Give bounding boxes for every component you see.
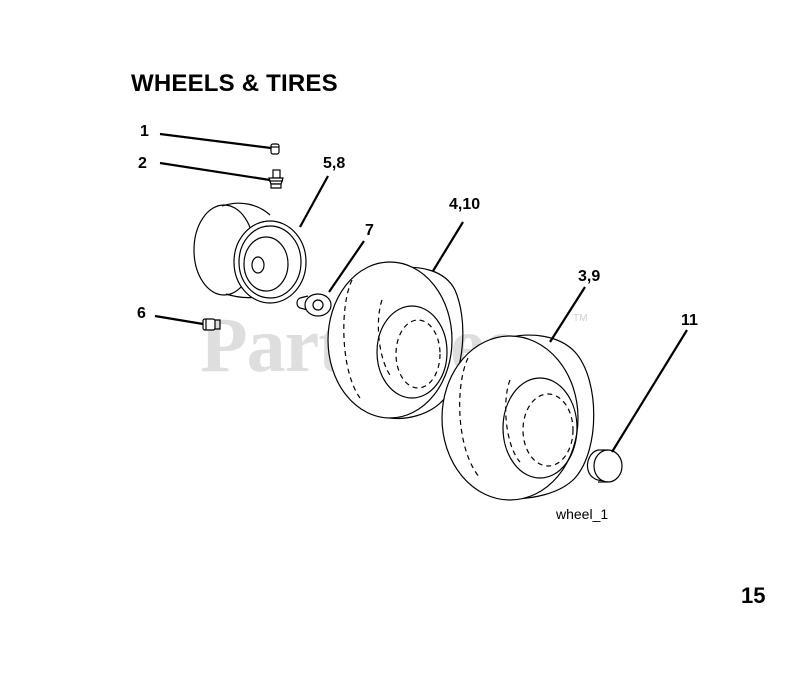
watermark-trademark: TM	[573, 313, 588, 324]
leader-line-5-8	[299, 175, 329, 228]
valve-cap-part[interactable]	[270, 143, 280, 155]
callout-5-8[interactable]: 5,8	[323, 155, 346, 172]
leader-line-11	[611, 329, 688, 453]
leader-line-2	[159, 161, 271, 182]
callout-11[interactable]: 11	[681, 312, 698, 329]
figure-id: wheel_1	[556, 506, 609, 522]
callout-7[interactable]: 7	[365, 222, 374, 239]
leader-line-3-9	[549, 286, 586, 343]
callout-3-9[interactable]: 3,9	[578, 268, 601, 285]
bushing-part[interactable]	[296, 293, 332, 317]
leader-line-7	[328, 240, 365, 293]
hub-cap-part[interactable]	[586, 449, 623, 483]
front-tire-part[interactable]	[327, 261, 464, 420]
rear-tire-part[interactable]	[441, 334, 595, 501]
grease-fitting-part[interactable]	[202, 318, 221, 331]
diagram-title: WHEELS & TIRES	[131, 70, 338, 97]
callout-4-10[interactable]: 4,10	[449, 196, 481, 213]
leader-line-4-10	[432, 221, 464, 272]
leader-line-1	[159, 132, 272, 150]
rim-part[interactable]	[193, 202, 307, 304]
valve-stem-part[interactable]	[268, 169, 284, 189]
callout-6[interactable]: 6	[137, 305, 146, 322]
callout-1[interactable]: 1	[140, 123, 149, 140]
leader-line-6	[154, 314, 204, 326]
page-number: 15	[741, 583, 766, 608]
callout-2[interactable]: 2	[138, 155, 147, 172]
